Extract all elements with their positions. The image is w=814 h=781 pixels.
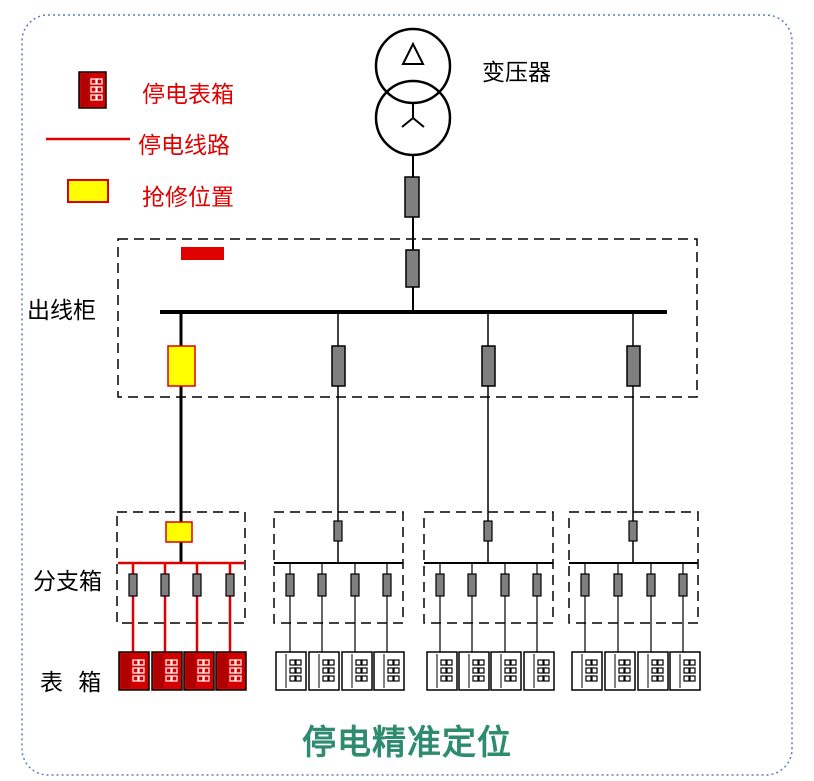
- legend-outage-line-label: 停电线路: [138, 133, 230, 159]
- feeder-fuse-2: [331, 345, 346, 387]
- meter-boxes-normal: [275, 651, 701, 691]
- branch-box-1: [116, 511, 246, 624]
- branch-box-4: [568, 511, 699, 624]
- meter-box-label: 表 箱: [40, 670, 106, 696]
- page-title: 停电精准定位: [302, 723, 512, 763]
- branch-box-3: [423, 511, 554, 624]
- feeder-fuse-4: [626, 345, 641, 387]
- feeder-fuse-3: [481, 345, 496, 387]
- branch-fuse-3: [483, 520, 493, 542]
- legend-outage-meter-box-label: 停电表箱: [142, 82, 234, 108]
- outgoing-cabinet-box: [117, 238, 698, 398]
- transformer-fuse: [404, 176, 420, 218]
- branch-box-2: [273, 511, 404, 624]
- incoming-fuse: [405, 249, 420, 288]
- legend-repair-location-label: 抢修位置: [142, 185, 234, 211]
- outage-indicator: [181, 247, 224, 260]
- meter-boxes-outage: [118, 651, 247, 691]
- repair-fuse-branch: [165, 521, 193, 543]
- transformer-label: 变压器: [482, 60, 551, 86]
- outer-border: [21, 14, 793, 776]
- normal-drops: [285, 563, 688, 652]
- branch-fuse-2: [333, 520, 343, 542]
- branch-box-label: 分支箱: [33, 569, 102, 595]
- transformer-icon: [374, 27, 452, 157]
- branch-fuse-4: [628, 520, 638, 542]
- legend-meter-box-icon: [78, 71, 107, 109]
- repair-fuse-cabinet: [167, 345, 196, 387]
- legend-repair-icon: [67, 179, 109, 203]
- outage-drops: [128, 563, 235, 652]
- outgoing-cabinet-label: 出线柜: [27, 298, 96, 324]
